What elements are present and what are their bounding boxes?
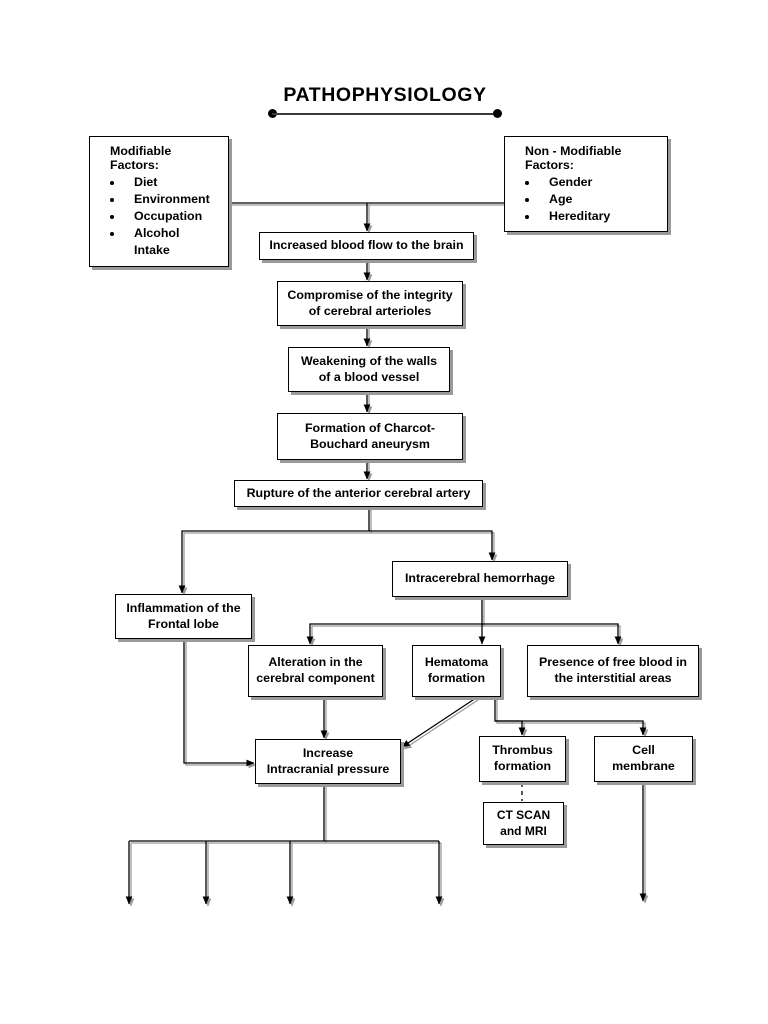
node-text: formation [427,671,486,685]
page-title-text: PATHOPHYSIOLOGY [283,84,487,106]
modifiable-factors-heading: Modifiable Factors: [110,144,172,172]
node-text: Hematoma [424,655,489,670]
node-text: Intracerebral hemorrhage [404,571,556,586]
modifiable-factors-box: Modifiable Factors: Diet Environment Occ… [89,136,229,267]
node-text: Weakening of the walls [300,353,438,368]
node-text: Thrombus [492,743,553,758]
node-text: Intracranial pressure [266,761,390,776]
page-title: PATHOPHYSIOLOGY [240,84,530,119]
node-intracerebral-hemorrhage: Intracerebral hemorrhage [392,561,568,597]
node-text: the interstitial areas [554,671,672,685]
node-weakening-walls: Weakening of the walls of a blood vessel [288,347,450,392]
non-modifiable-factors-box: Non - Modifiable Factors: Gender Age Her… [504,136,668,233]
node-text: and MRI [500,823,547,838]
non-modifiable-factors-heading: Non - Modifiable Factors: [525,144,622,172]
list-item: Alcohol Intake [102,225,218,259]
node-text: Presence of free blood in [538,655,688,670]
node-text: Compromise of the integrity [287,287,453,302]
node-text: Inflammation of the [126,600,241,615]
node-text: Rupture of the anterior cerebral artery [246,485,471,500]
node-increase-intracranial-pressure: Increase Intracranial pressure [255,739,401,784]
list-item: Age [517,191,657,208]
node-text: formation [493,759,552,773]
title-rule-right-dot [493,109,502,118]
node-text: Frontal lobe [148,616,219,631]
node-alteration-cerebral-component: Alteration in the cerebral component [248,645,383,697]
node-text: CT SCAN [496,808,551,823]
list-item: Occupation [102,208,218,225]
node-charcot-bouchard-aneurysm: Formation of Charcot- Bouchard aneurysm [277,413,463,460]
node-text: Bouchard aneurysm [310,436,430,451]
non-modifiable-factors-list: Gender Age Hereditary [517,174,657,225]
list-item: Diet [102,174,218,191]
node-text: Increased blood flow to the brain [269,238,464,253]
node-increased-blood-flow: Increased blood flow to the brain [259,232,474,260]
node-text: cerebral component [256,671,375,685]
node-cell-membrane: Cell membrane [594,736,693,782]
node-text: Formation of Charcot- [304,420,436,435]
node-inflammation-frontal-lobe: Inflammation of the Frontal lobe [115,594,252,639]
title-rule-bar [272,113,498,116]
node-text: Cell [632,743,655,758]
node-text: Increase [302,745,354,760]
node-rupture-artery: Rupture of the anterior cerebral artery [234,480,483,507]
node-free-blood-interstitial: Presence of free blood in the interstiti… [527,645,699,697]
node-text: of a blood vessel [318,369,420,384]
node-ct-scan-mri: CT SCAN and MRI [483,802,564,845]
list-item: Hereditary [517,208,657,225]
modifiable-factors-list: Diet Environment Occupation Alcohol Inta… [102,174,218,260]
node-compromise-integrity: Compromise of the integrity of cerebral … [277,281,463,326]
title-underline-rule [240,109,530,119]
list-item: Gender [517,174,657,191]
node-text: of cerebral arterioles [308,303,432,318]
node-hematoma-formation: Hematoma formation [412,645,501,697]
node-text: Alteration in the [268,655,363,670]
node-thrombus-formation: Thrombus formation [479,736,566,782]
node-text: membrane [612,759,675,773]
list-item: Environment [102,191,218,208]
